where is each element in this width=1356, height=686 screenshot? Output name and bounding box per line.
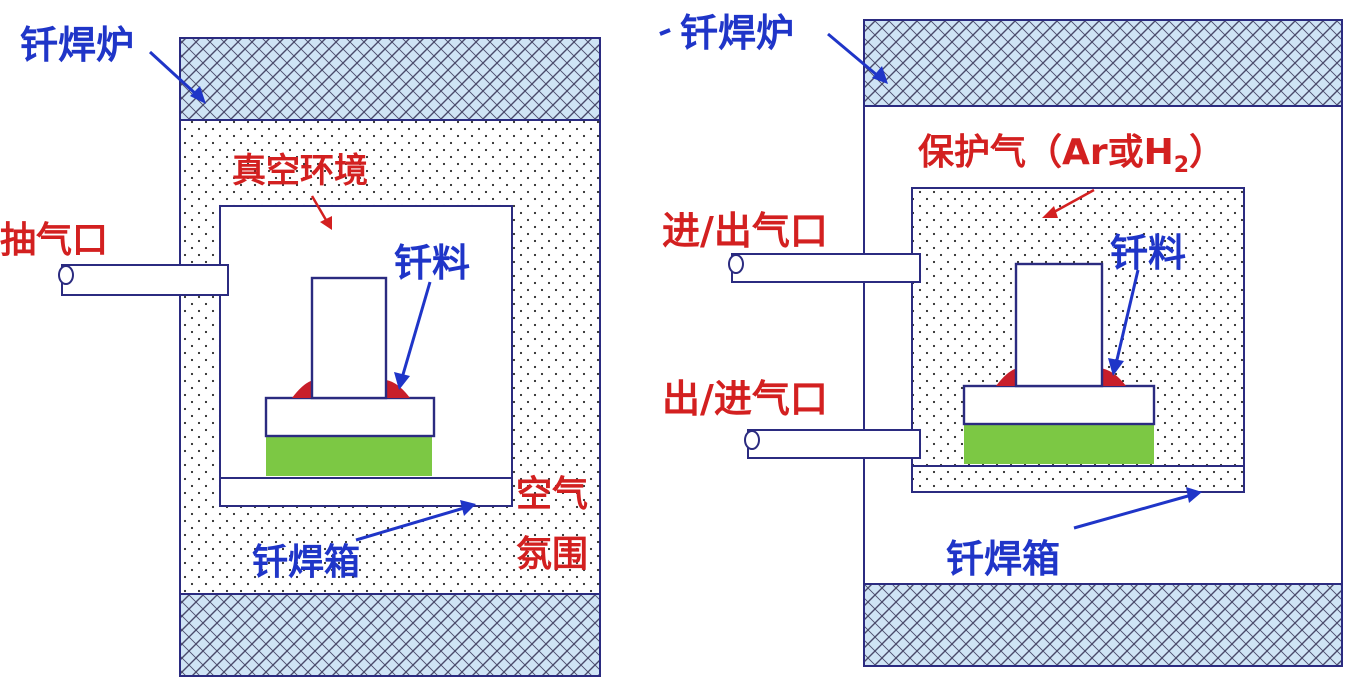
right-box-label: 钎焊箱 <box>946 537 1060 581</box>
right-workpiece-plate <box>962 384 1156 426</box>
right-upper-pipe-end <box>728 254 744 274</box>
left-box-label: 钎焊箱 <box>252 542 360 583</box>
right-upper-pipe <box>731 253 921 283</box>
right-gas-label-suffix: ） <box>1189 132 1225 173</box>
right-filler-arrow <box>1114 269 1140 365</box>
left-furnace-arrow <box>148 50 200 98</box>
right-box-arrow <box>1073 494 1189 530</box>
left-filler-arrow <box>400 281 432 379</box>
right-box-floor-strip <box>911 465 1245 493</box>
right-gas-arrow <box>1053 188 1095 214</box>
right-lower-pipe <box>747 429 921 459</box>
right-workpiece-block <box>1014 262 1104 388</box>
right-furnace-arrowhead <box>872 66 888 84</box>
left-pump-pipe-end <box>58 265 74 285</box>
left-solder-fillet-right <box>386 380 410 398</box>
left-solder-fillet-left <box>292 380 314 398</box>
left-filler-label: 钎料 <box>394 241 470 285</box>
left-air-label-line1: 空气 <box>516 474 588 515</box>
right-base-block <box>964 424 1154 464</box>
right-diagram: 钎焊炉 保护气（Ar或H2） 钎料 进/出气口 出/进气口 钎焊箱 <box>659 11 1343 667</box>
left-workpiece-block <box>310 276 388 400</box>
left-filler-arrowhead <box>394 372 410 390</box>
right-furnace-label: 钎焊炉 <box>680 11 794 55</box>
right-solder-fillet-right <box>1100 368 1126 386</box>
right-gas-arrowhead <box>1042 206 1058 218</box>
left-pump-pipe <box>61 264 229 296</box>
right-furnace-top-insulation <box>863 19 1343 107</box>
left-box-arrow <box>355 506 465 542</box>
right-out-in-label: 出/进气口 <box>662 377 828 421</box>
right-gas-label-prefix: 保护气（Ar或H <box>918 132 1174 173</box>
right-gas-label-sub: 2 <box>1174 153 1189 178</box>
right-in-out-label: 进/出气口 <box>662 209 828 253</box>
left-air-label-line2: 氛围 <box>516 534 588 575</box>
right-fragment-dash <box>659 28 671 36</box>
left-base-block <box>266 436 432 476</box>
right-gas-label: 保护气（Ar或H2） <box>918 132 1225 178</box>
left-furnace-bottom-insulation <box>179 593 601 677</box>
left-furnace-arrowhead <box>190 86 206 104</box>
left-diagram: 钎焊炉 真空环境 钎料 抽气口 钎焊箱 空气 氛围 <box>0 23 601 677</box>
right-box-arrowhead <box>1186 487 1202 503</box>
left-box-arrowhead <box>460 500 476 516</box>
left-vacuum-arrow <box>310 195 328 221</box>
right-furnace-arrow <box>827 32 879 78</box>
left-furnace-top-insulation <box>179 37 601 121</box>
right-lower-pipe-end <box>744 430 760 450</box>
right-solder-fillet-left <box>996 368 1018 386</box>
left-vacuum-label: 真空环境 <box>232 151 368 191</box>
left-vacuum-arrowhead <box>320 216 332 230</box>
left-pump-port-label: 抽气口 <box>0 220 108 261</box>
right-filler-arrowhead <box>1108 358 1124 376</box>
left-box-floor-strip <box>219 477 513 507</box>
right-furnace-bottom-insulation <box>863 583 1343 667</box>
right-filler-label: 钎料 <box>1110 231 1186 275</box>
left-furnace-label: 钎焊炉 <box>20 23 134 67</box>
left-workpiece-plate <box>264 396 436 438</box>
